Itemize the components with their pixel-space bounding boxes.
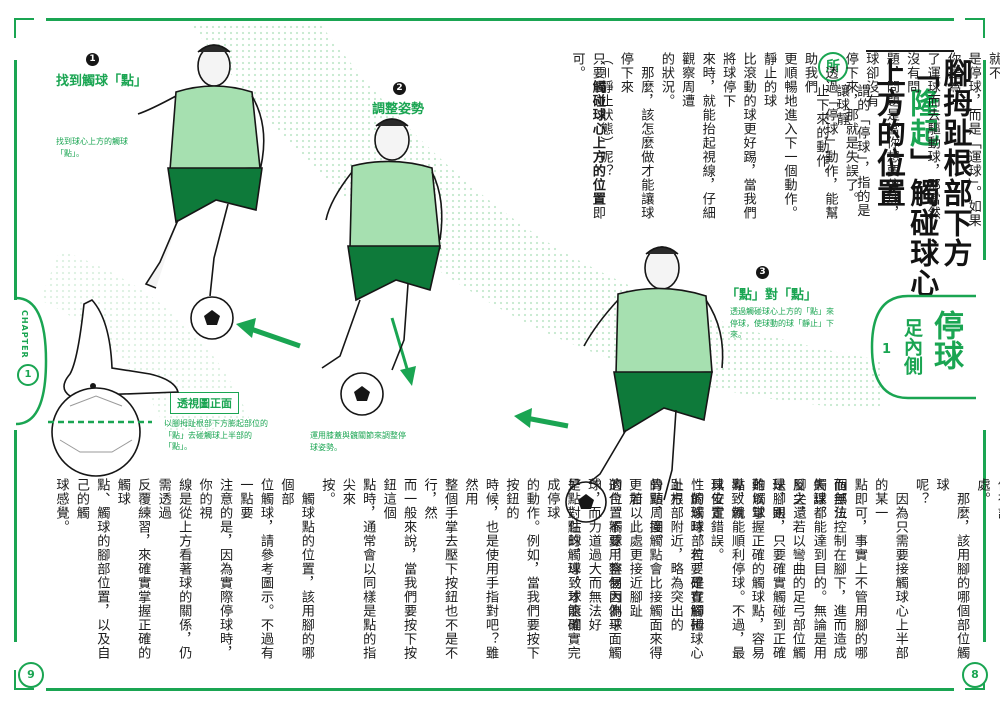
corner-tr [965,18,985,38]
page-title: 腳拇趾根部下方「隆起」觸碰球心上方的位置 [872,58,974,298]
right-border-lower [983,430,986,642]
top-border [46,18,954,21]
player-figure-2-icon [321,118,443,371]
conclusion-text: 只要觸碰球心上方的位置即可。 [569,52,605,220]
step-3-caption: 透過觸碰球心上方的「點」來停球，使球動的球「靜止」下來。 [730,307,834,340]
intro-text: 謂的「停球」，指的是讓球靜 止下來的動作。 [813,84,870,218]
page-number-left: 9 [18,662,44,688]
foot-sketch-icon [63,299,180,397]
corner-tl [14,18,34,38]
step-2-label: 調整姿勢 [372,102,425,117]
right-border [983,60,986,260]
soccer-ball-1-icon [190,296,234,340]
step-1-number: 1 [86,53,99,66]
chapter-tag-subtitle: 足內側 [901,318,923,375]
left-border-lower [14,430,17,642]
cross-section-ball-icon [48,387,152,477]
player-figure-3-icon [579,246,724,501]
player-figure-1-icon [137,44,265,297]
chapter-label: CHAPTER [20,310,29,359]
chapter-side-tab-frame [15,296,48,426]
chapter-side-tab: CHAPTER 1 [8,296,52,426]
main-text: 如果球還在滾動的狀態，那就不 是停球，而是「運球」。如果你是為 了運球而去驅動球… [597,52,1000,228]
step-1-label: 找到觸球「點」 [56,74,148,89]
step-3-label: 「點」對「點」 [726,288,818,303]
soccer-ball-2-icon [340,372,384,416]
side-view-label: 透視圖正面 [170,392,239,414]
section-marker: 所 [818,52,848,82]
step-3-number: 3 [756,266,769,279]
chapter-tag-frame [870,294,976,400]
page-number-right: 8 [962,662,988,688]
chapter-tag-number: 1 [882,342,892,357]
chapter-tag-title: 停球 [928,310,963,370]
step-2-number: 2 [393,82,406,95]
corner-bl [14,670,34,690]
soccer-ball-3-icon [565,481,607,523]
step-1-caption: 找到球心上方的觸球「點」。 [56,137,128,158]
left-border [14,60,17,300]
side-view-caption: 以腳拇趾根部下方膨起部位的「點」去碰觸球上半部的「點」。 [164,419,268,452]
left-bottom-text: 而無法控制在腳下，進而造成失誤。 反之，若以彎曲的足弓部位觸球，則 難以掌握正確… [53,478,846,660]
chapter-number: 1 [17,364,39,386]
direction-arrow-icon [236,317,569,429]
step-2-caption: 運用膝蓋與髖關節來調整停球姿勢。 [310,431,406,452]
chapter-tag: 停球 足內側 1 [868,292,978,402]
right-bottom-text: 如果觸碰球心下方的位置，球勢必會 因為受力而往上彈。而觸碰球心，也 會使球反彈出… [565,478,1000,660]
title-rule-top [866,50,954,52]
bottom-border [46,688,954,691]
